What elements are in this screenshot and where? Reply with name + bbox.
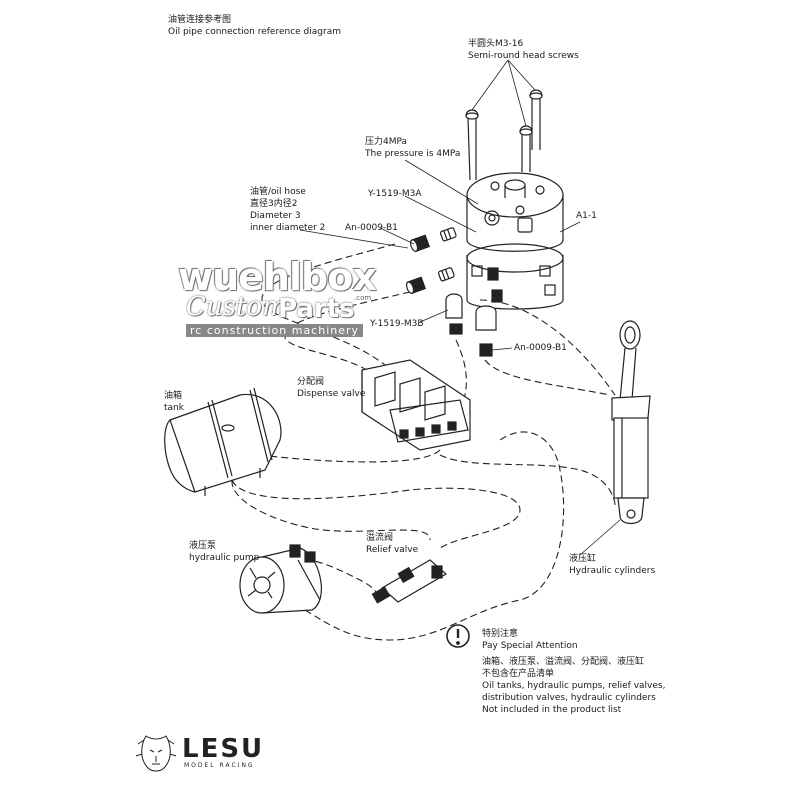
elbow-fitting-2 (475, 305, 497, 357)
notice-body: 油箱、液压泵、溢流阀、分配阀、液压缸 不包含在产品清单 Oil tanks, h… (482, 656, 665, 716)
relief-valve (371, 559, 448, 604)
screw-3 (519, 125, 533, 172)
elbow-fitting-1 (445, 293, 463, 335)
screw-1 (465, 109, 479, 181)
part-y1519-m3a: Y-1519-M3A (368, 189, 422, 199)
part-a1-1: A1-1 (576, 211, 597, 221)
fitting-top-b (437, 267, 455, 282)
diagram-title: 油管连接参考图 Oil pipe connection reference di… (168, 14, 341, 38)
notice-heading-en: Pay Special Attention (482, 641, 578, 651)
relief-label-zh: 溢流阀 (366, 533, 394, 543)
brand-logo-sub: MODEL RACING (184, 762, 255, 769)
tank-label: 油箱 tank (164, 390, 184, 414)
screw-2 (529, 89, 543, 150)
cylinder-label: 液压缸 Hydraulic cylinders (569, 553, 655, 577)
oil-tank (164, 387, 282, 496)
lion-logo-icon (135, 735, 177, 772)
dispense-label-en: Dispense valve (297, 389, 366, 399)
hose-label-zh2: 直径3内径2 (250, 199, 298, 209)
cylinder-label-en: Hydraulic cylinders (569, 566, 656, 576)
hydraulic-pump (239, 544, 322, 614)
notice-body-en2: distribution valves, hydraulic cylinders (482, 693, 656, 703)
hose-label-zh: 油管/oil hose (250, 187, 306, 197)
pressure-label-en: The pressure is 4MPa (365, 149, 461, 159)
leader-lines (299, 59, 621, 556)
pressure-label: 压力4MPa The pressure is 4MPa (365, 136, 460, 160)
notice-body-en3: Not included in the product list (482, 705, 622, 715)
hose-label-en2: inner diameter 2 (250, 223, 326, 233)
screws-label: 半圆头M3-16 Semi-round head screws (468, 38, 579, 62)
fitting-nut-a (409, 234, 431, 253)
notice-body-zh1: 油箱、液压泵、溢流阀、分配阀、液压缸 (482, 657, 645, 667)
tank-label-en: tank (164, 403, 184, 413)
pump-label: 液压泵 hydraulic pump (189, 540, 259, 564)
relief-label: 溢流阀 Relief valve (366, 532, 418, 556)
pump-label-en: hydraulic pump (189, 553, 260, 563)
diagram-title-en: Oil pipe connection reference diagram (168, 27, 341, 37)
fitting-top-a (439, 227, 457, 242)
screws-label-en: Semi-round head screws (468, 51, 579, 61)
relief-label-en: Relief valve (366, 545, 419, 555)
notice-heading: 特别注意 Pay Special Attention (482, 628, 578, 652)
dispense-valve (361, 359, 471, 451)
rotary-joint (466, 172, 564, 310)
pump-label-zh: 液压泵 (189, 541, 217, 551)
dispense-label: 分配阀 Dispense valve (297, 376, 365, 400)
dispense-label-zh: 分配阀 (297, 377, 325, 387)
hose-label: 油管/oil hose 直径3内径2 Diameter 3 inner diam… (250, 186, 325, 234)
notice-body-zh2: 不包含在产品清单 (482, 669, 555, 679)
cylinder-label-zh: 液压缸 (569, 554, 597, 564)
brand-logo: LESU (182, 734, 265, 764)
screws-group (465, 89, 543, 181)
hose-label-en1: Diameter 3 (250, 211, 301, 221)
hydraulic-cylinder (611, 320, 651, 525)
part-an0009-top: An-0009-B1 (345, 223, 398, 233)
fittings (405, 227, 503, 357)
notice-heading-zh: 特别注意 (482, 629, 519, 639)
notice-body-en1: Oil tanks, hydraulic pumps, relief valve… (482, 681, 666, 691)
diagram-title-zh: 油管连接参考图 (168, 15, 232, 25)
pressure-label-zh: 压力4MPa (365, 137, 408, 147)
warning-icon (446, 624, 470, 648)
part-an0009-bottom: An-0009-B1 (514, 343, 567, 353)
tank-label-zh: 油箱 (164, 391, 183, 401)
fitting-nut-b (405, 276, 427, 295)
screws-label-zh: 半圆头M3-16 (468, 39, 524, 49)
part-y1519-m3b: Y-1519-M3B (370, 319, 424, 329)
